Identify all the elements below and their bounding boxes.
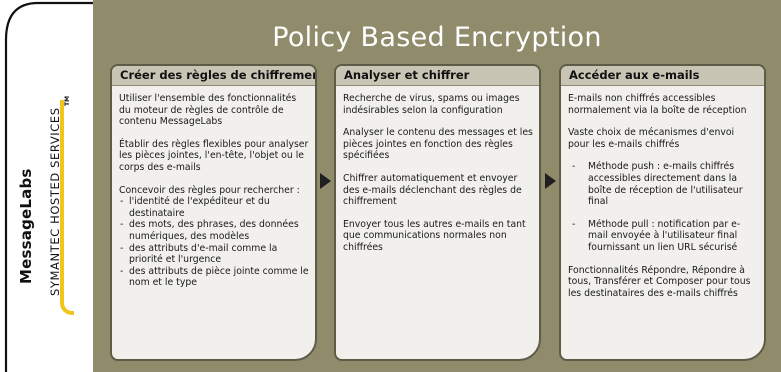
card-text: Concevoir des règles pour rechercher : [119, 184, 300, 196]
card-heading: Créer des règles de chiffrement [112, 66, 315, 86]
card-body: E-mails non chiffrés accessibles normale… [561, 86, 764, 299]
card-analyze-encrypt: Analyser et chiffrer Recherche de virus,… [334, 64, 541, 361]
card-text: Vaste choix de mécanismes d'envoi pour l… [568, 127, 735, 150]
card-heading: Accéder aux e-mails [561, 66, 764, 86]
card-text: E-mails non chiffrés accessibles normale… [568, 93, 747, 116]
brand-accent-bar [60, 100, 74, 315]
brand-name: MessageLabs [17, 168, 35, 284]
card-text: Établir des règles flexibles pour analys… [119, 138, 309, 173]
card-text: Analyser le contenu des messages et les … [343, 127, 533, 162]
flow-arrow-1 [320, 173, 331, 189]
card-list: l'identité de l'expéditeur et du destina… [119, 196, 309, 289]
card-list: Méthode push : e-mails chiffrés accessib… [568, 161, 758, 253]
card-text: Chiffrer automatiquement et envoyer des … [343, 172, 522, 208]
sidebar: MessageLabs SYMANTEC HOSTED SERVICES TM [0, 0, 93, 372]
card-text: Fonctionnalités Répondre, Répondre à tou… [568, 264, 751, 299]
brand-trademark: TM [64, 95, 71, 106]
content-panel: Policy Based Encryption Créer des règles… [93, 0, 781, 372]
list-item: l'identité de l'expéditeur et du destina… [119, 196, 309, 219]
list-item: Méthode push : e-mails chiffrés accessib… [568, 161, 758, 207]
flow-arrow-2 [545, 173, 556, 189]
card-heading: Analyser et chiffrer [336, 66, 539, 86]
list-item: des mots, des phrases, des données numér… [119, 219, 309, 242]
sidebar-outline [4, 1, 93, 372]
brand-tagline: SYMANTEC HOSTED SERVICES [48, 107, 62, 296]
list-item: des attributs de pièce jointe comme le n… [119, 266, 309, 289]
list-item: des attributs d'e-mail comme la priorité… [119, 243, 309, 266]
card-access-emails: Accéder aux e-mails E-mails non chiffrés… [559, 64, 766, 361]
list-item: Méthode pull : notification par e-mail e… [568, 219, 758, 254]
card-create-rules: Créer des règles de chiffrement Utiliser… [110, 64, 317, 361]
card-body: Utiliser l'ensemble des fonctionnalités … [112, 86, 315, 289]
card-text: Envoyer tous les autres e-mails en tant … [343, 218, 526, 253]
card-text: Recherche de virus, spams ou images indé… [343, 93, 520, 116]
card-text: Utiliser l'ensemble des fonctionnalités … [119, 93, 297, 128]
card-body: Recherche de virus, spams ou images indé… [336, 86, 539, 254]
page-title: Policy Based Encryption [272, 22, 602, 53]
